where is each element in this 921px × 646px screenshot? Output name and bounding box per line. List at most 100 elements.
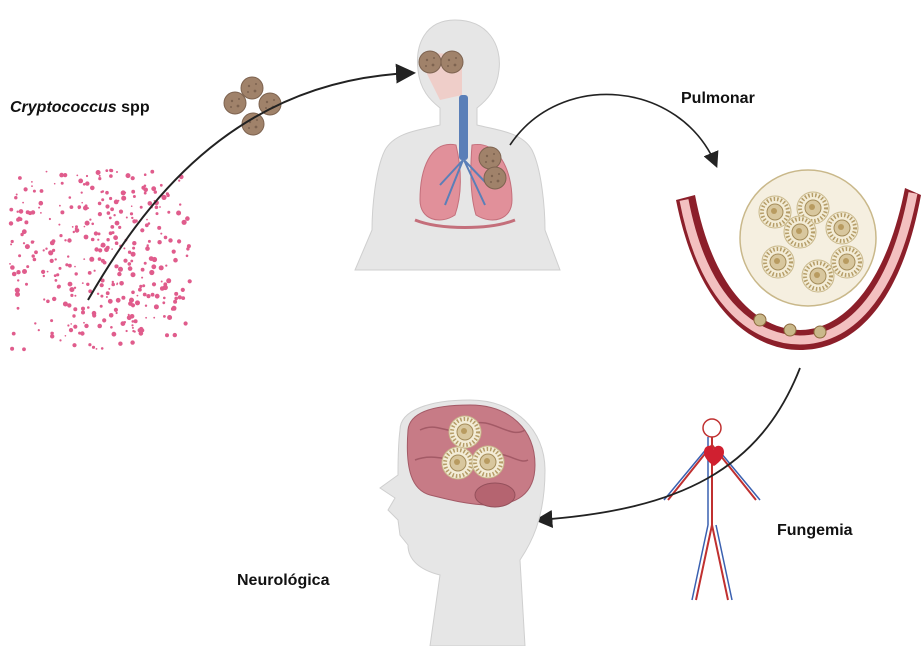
spore-dot (10, 243, 12, 245)
spore-dot (43, 249, 45, 251)
spore-dot (133, 195, 136, 198)
spore-dot (78, 179, 83, 184)
spore-dot (173, 300, 177, 304)
spore-dot (15, 288, 20, 293)
spore-dot (146, 219, 148, 221)
spore-dot (153, 317, 155, 319)
circulatory-system-icon (664, 419, 760, 600)
spore-cloud-icon (9, 169, 192, 351)
spore-dot (131, 291, 135, 295)
spore-dot (94, 231, 98, 235)
spore-dot (112, 332, 117, 337)
spore-dot (132, 247, 135, 250)
spore-dot (186, 247, 189, 250)
spore-dot (98, 202, 102, 206)
spore-dot (99, 175, 101, 177)
spore-dot (172, 250, 176, 254)
spore-dot (151, 293, 155, 297)
spore-dot (126, 330, 128, 332)
spore-dot (152, 282, 156, 286)
spore-dot (46, 300, 50, 304)
spore-dot (91, 238, 95, 242)
spore-dot (115, 221, 120, 226)
spore-dot (22, 202, 24, 204)
spore-dot (52, 297, 56, 301)
spore-dot (119, 281, 124, 286)
spore-dot (174, 297, 178, 301)
spore-dot (118, 226, 121, 229)
spore-dot (82, 282, 84, 284)
spore-dot (18, 217, 21, 220)
spore-dot (108, 288, 110, 290)
spore-dot (130, 340, 134, 344)
spore-dot (123, 247, 125, 249)
spore-dot (9, 263, 11, 265)
spore-dot (91, 223, 94, 226)
spore-dot (103, 261, 107, 265)
spore-dot (109, 174, 113, 178)
spore-dot (74, 287, 76, 289)
spore-dot (115, 241, 119, 245)
spore-dot (185, 216, 190, 221)
spore-dot (179, 203, 181, 205)
spore-dot (111, 283, 115, 287)
spore-dot (38, 329, 40, 331)
spore-dot (11, 240, 14, 243)
spore-dot (9, 221, 13, 225)
spore-dot (128, 266, 133, 271)
spore-dot (55, 279, 58, 282)
spore-dot (84, 226, 86, 228)
spore-dot (105, 191, 109, 195)
spore-dot (26, 265, 29, 268)
spore-dot (98, 248, 102, 252)
spore-dot (83, 183, 86, 186)
spore-dot (131, 217, 133, 219)
spore-dot (164, 236, 168, 240)
spore-dot (67, 238, 71, 242)
spore-dot (85, 221, 90, 226)
spore-dot (31, 240, 34, 243)
spore-dot (131, 190, 135, 194)
spore-dot (124, 321, 126, 323)
spore-dot (186, 255, 189, 258)
spore-dot (140, 206, 143, 209)
spore-dot (128, 262, 132, 266)
spore-dot (166, 194, 169, 197)
spore-dot (26, 210, 30, 214)
spore-dot (181, 288, 185, 292)
spore-dot (31, 210, 35, 214)
spore-dot (12, 332, 16, 336)
spore-dot (72, 226, 74, 228)
spore-dot (70, 294, 73, 297)
spore-dot (83, 258, 85, 260)
spore-dot (155, 294, 160, 299)
spore-dot (167, 315, 172, 320)
spore-dot (76, 175, 78, 177)
spore-dot (70, 205, 74, 209)
spore-dot (106, 238, 109, 241)
spore-dot (121, 190, 126, 195)
spore-dot (126, 173, 131, 178)
spore-dot (139, 285, 142, 288)
spore-dot (31, 185, 33, 187)
spore-dot (123, 259, 127, 263)
spore-dot (96, 170, 101, 175)
spore-dot (68, 264, 72, 268)
spore-dot (160, 233, 162, 235)
spore-dot (38, 207, 40, 209)
spore-dot (100, 283, 104, 287)
spore-dot (152, 257, 157, 262)
spore-dot (86, 283, 89, 286)
spore-dot (92, 187, 94, 189)
spore-dot (138, 328, 142, 332)
spore-dot (151, 264, 156, 269)
spore-dot (94, 270, 96, 272)
spore-dot (97, 239, 99, 241)
spore-dot (16, 194, 18, 196)
spore-dot (34, 250, 38, 254)
spore-dot (113, 214, 115, 216)
spore-dot (97, 293, 99, 295)
spore-dot (88, 343, 91, 346)
spore-dot (132, 330, 134, 332)
spore-dot (177, 239, 181, 243)
